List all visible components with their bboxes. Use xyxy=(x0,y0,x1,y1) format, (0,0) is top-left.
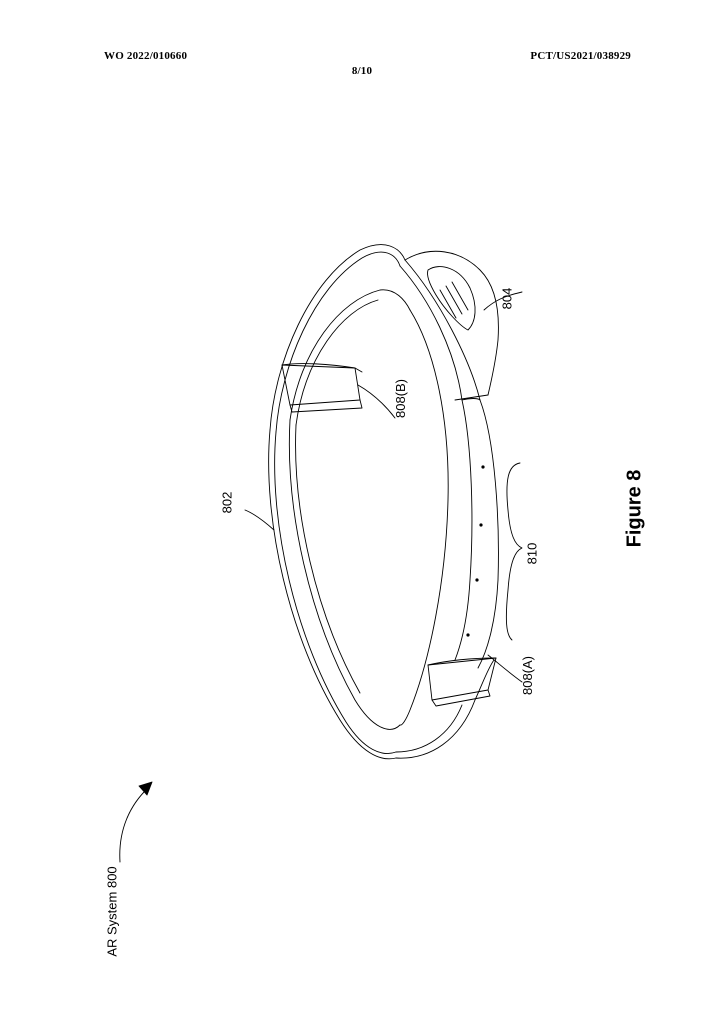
system-arrow xyxy=(119,787,149,863)
reference-808a: 808(A) xyxy=(520,655,536,696)
reference-804: 804 xyxy=(499,287,515,310)
sensor-dots xyxy=(466,465,485,637)
system-label: AR System 800 xyxy=(104,866,120,957)
figure-title: Figure 8 xyxy=(623,469,646,548)
leader-802 xyxy=(244,509,275,531)
connector-b-outline xyxy=(281,363,363,413)
leader-804 xyxy=(483,291,523,311)
reference-802: 802 xyxy=(219,491,235,514)
system-arrowhead xyxy=(138,781,153,796)
housing-outline xyxy=(404,250,499,669)
leader-808b xyxy=(357,384,396,419)
application-number: PCT/US2021/038929 xyxy=(530,50,631,62)
sheet-number: 8/10 xyxy=(351,65,373,77)
connector-a-outline xyxy=(427,657,497,707)
leader-808a xyxy=(487,654,523,683)
brace-810 xyxy=(505,462,523,641)
publication-number: WO 2022/010660 xyxy=(104,50,188,62)
band-outline xyxy=(268,244,495,760)
reference-808b: 808(B) xyxy=(393,378,409,419)
reference-810: 810 xyxy=(524,542,540,565)
